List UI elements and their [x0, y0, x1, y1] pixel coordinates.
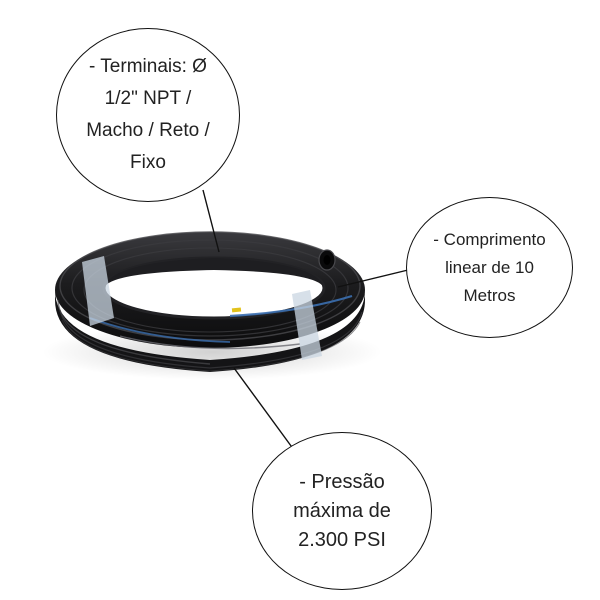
callout-pressure-text: - Pressão máxima de 2.300 PSI — [293, 470, 391, 551]
callout-length-text: - Comprimento linear de 10 Metros — [433, 229, 546, 305]
leader-line-pressure — [233, 367, 295, 451]
callout-terminals: - Terminais: Ø 1/2" NPT / Macho / Reto /… — [56, 28, 240, 202]
hose-coil — [55, 231, 365, 372]
callout-pressure: - Pressão máxima de 2.300 PSI — [252, 432, 432, 590]
leader-line-terminals — [202, 189, 220, 253]
leader-line-length — [337, 269, 409, 288]
callout-length: - Comprimento linear de 10 Metros — [406, 197, 573, 338]
callout-terminals-text: - Terminais: Ø 1/2" NPT / Macho / Reto /… — [86, 56, 210, 173]
